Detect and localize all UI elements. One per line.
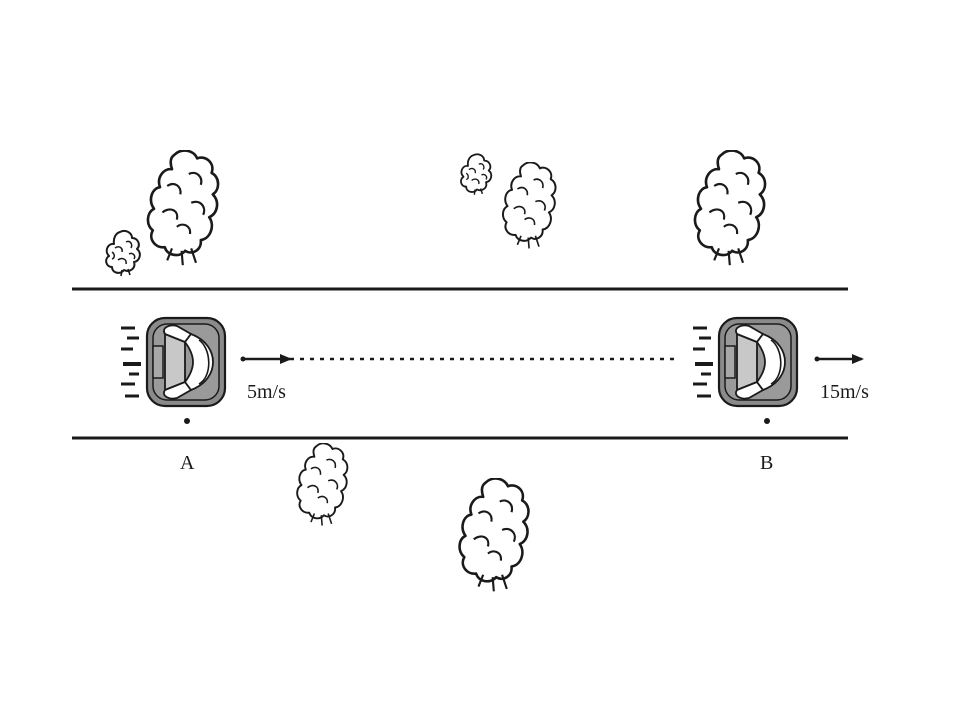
car-a [121,318,225,406]
point-label-a: A [180,452,195,474]
bush-icon [104,229,142,278]
bush-icon [458,478,530,593]
bush-icon [146,150,220,267]
bush-icon [501,162,557,250]
bush-icon [459,153,493,196]
position-marker-a [184,418,190,424]
point-label-b: B [760,452,773,474]
position-marker-b [764,418,770,424]
bush-icon [296,443,349,527]
car-b [693,318,797,406]
bush-icon [693,150,767,267]
speed-label-a: 5m/s [247,381,286,403]
speed-label-b: 15m/s [820,381,869,403]
